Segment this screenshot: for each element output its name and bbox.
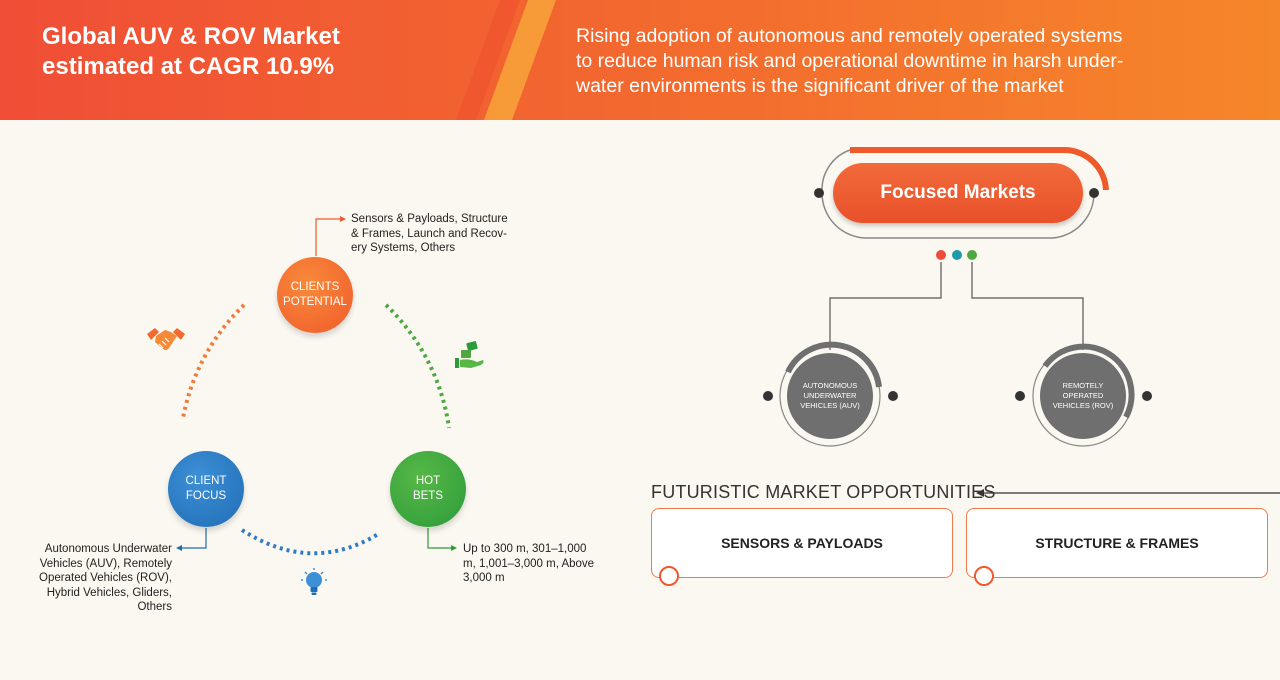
hot-bets-description: Up to 300 m, 301–1,000 m, 1,001–3,000 m,… xyxy=(463,542,613,586)
hot-bets-circle: HOT BETS xyxy=(390,451,466,527)
focused-frame-top xyxy=(850,146,1109,191)
teal-dot xyxy=(952,250,962,260)
futuristic-arrow-head xyxy=(976,489,984,497)
blue-dotted-arc xyxy=(240,528,382,556)
client-focus-label: CLIENT xyxy=(185,475,227,487)
hot-connector xyxy=(427,528,452,549)
header-subtitle: Rising adoption of autonomous and remote… xyxy=(576,24,1256,99)
description-line: m, 1,001–3,000 m, Above xyxy=(463,557,595,570)
rov-left-dot xyxy=(1015,391,1025,401)
auv-label: VEHICLES (AUV) xyxy=(800,401,860,410)
auv-circle: AUTONOMOUS UNDERWATER VEHICLES (AUV) xyxy=(787,353,873,439)
description-line: Sensors & Payloads, Structure xyxy=(351,213,508,225)
header-banner: Global AUV & ROV Market estimated at CAG… xyxy=(0,0,1280,120)
focused-frame-left xyxy=(821,149,851,191)
rov-label: VEHICLES (ROV) xyxy=(1052,401,1114,410)
hot-bets-label: BETS xyxy=(412,490,444,502)
focus-connector-arrow xyxy=(176,545,182,551)
focused-right-dot xyxy=(1089,188,1099,198)
rov-connector xyxy=(971,262,1084,350)
green-dot xyxy=(967,250,977,260)
opportunity-label: STRUCTURE & FRAMES xyxy=(1035,535,1199,551)
box-knob xyxy=(974,566,994,586)
client-focus-circle: CLIENT FOCUS xyxy=(168,451,244,527)
auv-label: AUTONOMOUS xyxy=(802,381,858,390)
rov-label: OPERATED xyxy=(1062,391,1104,400)
header-title-line: Global AUV & ROV Market xyxy=(42,23,340,50)
opportunity-box-structure: STRUCTURE & FRAMES xyxy=(966,508,1268,586)
header-subtitle-line: water environments is the significant dr… xyxy=(576,75,1064,97)
description-line: Hybrid Vehicles, Gliders, xyxy=(46,586,172,599)
clients-potential-circle: CLIENTS POTENTIAL xyxy=(277,257,353,333)
opportunity-label: SENSORS & PAYLOADS xyxy=(721,535,883,551)
rov-circle: REMOTELY OPERATED VEHICLES (ROV) xyxy=(1040,353,1126,439)
potential-connector-arrow xyxy=(340,216,346,222)
description-line: Others xyxy=(137,601,172,613)
focused-markets-diagram xyxy=(763,146,1280,497)
focused-frame-bottom xyxy=(821,192,1095,239)
lightbulb-icon xyxy=(301,568,327,595)
orange-dotted-arc xyxy=(181,303,246,419)
focused-markets-title: Focused Markets xyxy=(880,182,1036,203)
cycle-diagram xyxy=(147,216,484,595)
header-title-line: estimated at CAGR 10.9% xyxy=(42,53,335,80)
clients-potential-label: POTENTIAL xyxy=(283,296,347,308)
description-line: Up to 300 m, 301–1,000 xyxy=(463,543,587,555)
description-line: ery Systems, Others xyxy=(351,242,456,254)
red-dot xyxy=(936,250,946,260)
header-title: Global AUV & ROV Market estimated at CAG… xyxy=(42,22,442,82)
focused-left-dot xyxy=(814,188,824,198)
clients-potential-label: CLIENTS xyxy=(290,281,340,293)
description-line: Vehicles (AUV), Remotely xyxy=(39,557,172,570)
client-focus-label: FOCUS xyxy=(185,490,227,502)
handshake-icon xyxy=(147,328,185,350)
hot-connector-arrow xyxy=(451,545,457,551)
money-hand-icon xyxy=(455,341,484,368)
auv-right-dot xyxy=(888,391,898,401)
clients-potential-description: Sensors & Payloads, Structure & Frames, … xyxy=(351,212,541,256)
rov-label: REMOTELY xyxy=(1062,381,1104,390)
description-line: Operated Vehicles (ROV), xyxy=(39,572,172,584)
header-subtitle-line: Rising adoption of autonomous and remote… xyxy=(576,25,1123,47)
futuristic-title: FUTURISTIC MARKET OPPORTUNITIES xyxy=(651,482,996,502)
box-knob xyxy=(659,566,679,586)
auv-left-dot xyxy=(763,391,773,401)
focused-markets-pill: Focused Markets xyxy=(833,163,1083,223)
hot-bets-label: HOT xyxy=(415,475,441,487)
auv-label: UNDERWATER xyxy=(803,391,857,400)
description-line: Autonomous Underwater xyxy=(44,543,172,555)
focus-connector xyxy=(180,528,207,549)
auv-connector xyxy=(829,262,942,350)
description-line: & Frames, Launch and Recov- xyxy=(351,227,507,240)
rov-arc xyxy=(1042,343,1135,419)
description-line: 3,000 m xyxy=(463,572,505,584)
opportunity-box-sensors: SENSORS & PAYLOADS xyxy=(651,508,953,586)
rov-right-dot xyxy=(1142,391,1152,401)
auv-arc xyxy=(785,341,882,388)
potential-connector xyxy=(315,218,344,256)
header-stripe xyxy=(456,0,556,120)
header-subtitle-line: to reduce human risk and operational dow… xyxy=(576,50,1124,72)
client-focus-description: Autonomous Underwater Vehicles (AUV), Re… xyxy=(14,542,172,615)
green-dotted-arc xyxy=(384,303,451,429)
